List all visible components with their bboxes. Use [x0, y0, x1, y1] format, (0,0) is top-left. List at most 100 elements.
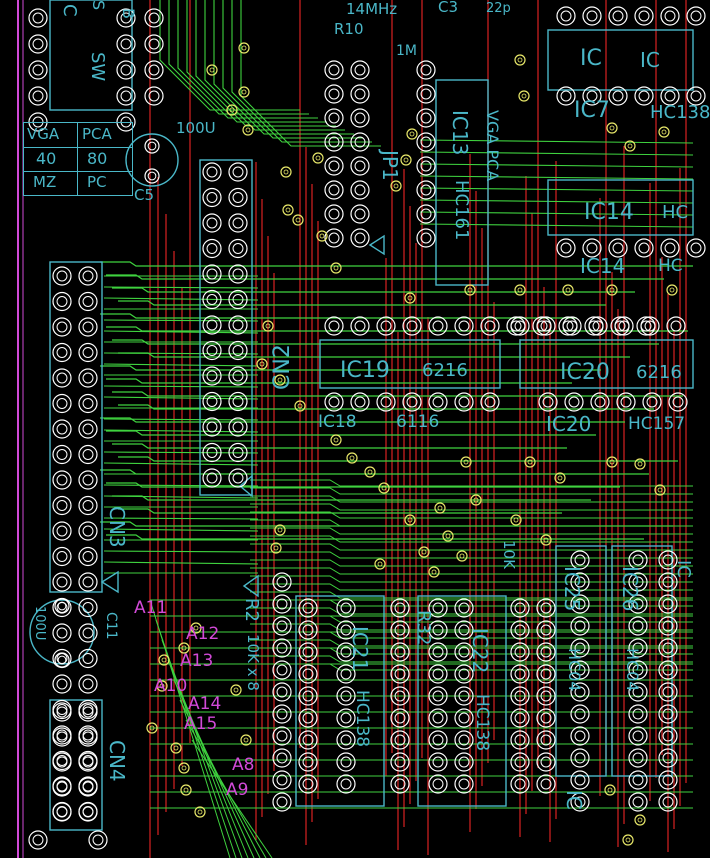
pad	[88, 830, 108, 850]
bottom-trace	[106, 378, 572, 384]
ic18-part: 6116	[396, 412, 440, 432]
c5-label: C5	[134, 186, 155, 204]
pad	[428, 686, 448, 706]
bottom-trace	[103, 319, 259, 322]
pad	[202, 213, 222, 233]
ic21-label: IC21	[348, 626, 372, 672]
pad	[336, 752, 356, 772]
pad	[454, 642, 474, 662]
pad	[202, 289, 222, 310]
pad	[336, 642, 356, 662]
pad	[536, 730, 556, 750]
pad	[536, 708, 556, 728]
jumper-pc: PC	[87, 173, 107, 191]
via	[240, 734, 252, 746]
pad	[570, 770, 590, 790]
pad	[582, 6, 602, 26]
pad	[416, 156, 436, 176]
pad	[350, 132, 370, 152]
pad	[454, 316, 474, 336]
ic21-part: HC138	[352, 690, 372, 748]
via	[442, 530, 454, 542]
top-fragment-c: C	[59, 4, 80, 17]
pad	[390, 774, 410, 794]
pad	[52, 727, 72, 747]
pad	[536, 752, 556, 772]
pad	[78, 444, 98, 465]
pad	[78, 470, 98, 490]
bottom-trace	[118, 300, 606, 306]
pad	[28, 86, 48, 106]
ic14b-part: HC	[658, 256, 683, 276]
pad	[556, 6, 576, 26]
ic26-label: IC26	[618, 566, 642, 612]
pad	[298, 708, 318, 728]
pad	[78, 291, 98, 312]
bottom-trace	[112, 443, 567, 449]
ic22-outline	[417, 595, 507, 807]
bottom-trace	[250, 559, 693, 567]
pad	[52, 546, 72, 567]
via	[400, 154, 412, 166]
pad	[416, 108, 436, 128]
bottom-trace	[118, 456, 678, 462]
pad	[324, 132, 344, 152]
top-fragment-b: B	[119, 8, 138, 19]
pad	[52, 521, 72, 541]
pad	[628, 792, 648, 812]
pad	[416, 228, 436, 248]
bottom-trace	[250, 655, 693, 663]
pad	[480, 316, 500, 336]
r10-label: R10	[334, 20, 364, 38]
pad	[454, 686, 474, 706]
pad	[536, 664, 556, 684]
pad	[628, 616, 648, 636]
ic14b-label: IC14	[580, 254, 626, 278]
bottom-trace	[250, 535, 693, 543]
via	[514, 284, 526, 296]
ic25-part: HC04	[565, 648, 584, 692]
net-label-a10: A10	[154, 676, 188, 696]
pad	[562, 316, 582, 336]
via	[404, 514, 416, 526]
via	[390, 180, 402, 192]
ic13-part: HC161	[451, 180, 472, 241]
pad	[510, 730, 530, 750]
pad	[660, 238, 680, 258]
board-background	[0, 0, 693, 858]
pad	[350, 84, 370, 104]
via	[606, 456, 618, 468]
bottom-trace	[419, 139, 694, 144]
via	[170, 742, 182, 754]
pad	[686, 6, 706, 26]
via	[270, 542, 282, 554]
pad	[428, 316, 448, 336]
pad	[144, 34, 164, 54]
pad	[324, 228, 344, 248]
bottom-trace	[419, 187, 694, 192]
pad	[228, 264, 248, 284]
bottom-trace	[419, 199, 694, 204]
ic22-label: IC22	[468, 628, 492, 674]
pad	[228, 187, 248, 208]
pad	[350, 108, 370, 128]
jumper-80: 80	[87, 149, 108, 168]
bottom-trace	[103, 517, 259, 520]
pad	[116, 86, 136, 106]
pad	[202, 442, 222, 463]
jumper-mz: MZ	[33, 173, 57, 191]
pad	[350, 60, 370, 80]
pad	[78, 674, 98, 694]
cap-100u-left-label: 100U	[32, 606, 47, 641]
pad	[390, 620, 410, 640]
pad	[390, 642, 410, 662]
pad	[298, 686, 318, 706]
pad	[570, 704, 590, 724]
pad	[570, 748, 590, 768]
via	[206, 64, 218, 76]
pad	[272, 726, 292, 746]
bottom-trace	[100, 417, 625, 423]
pad	[628, 726, 648, 746]
pad	[686, 238, 706, 258]
pad	[556, 86, 576, 106]
